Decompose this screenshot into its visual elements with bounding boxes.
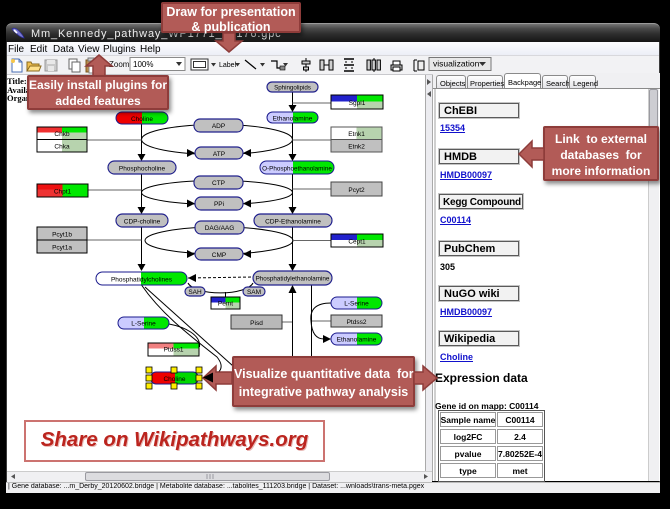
- svg-text:Zoom:: Zoom:: [109, 60, 132, 69]
- svg-text:Chpt1: Chpt1: [54, 189, 72, 196]
- svg-text:Etnk2: Etnk2: [348, 144, 365, 151]
- svg-text:Ethanolamine: Ethanolamine: [273, 116, 313, 123]
- svg-text:7.80252E-4: 7.80252E-4: [498, 449, 542, 459]
- svg-text:2.4: 2.4: [514, 432, 526, 442]
- svg-text:Pisd: Pisd: [250, 320, 263, 327]
- svg-text:Choline: Choline: [163, 376, 185, 383]
- svg-text:Ptdss2: Ptdss2: [347, 319, 367, 326]
- svg-text:Pcyt1a: Pcyt1a: [52, 245, 72, 252]
- svg-text:visualization: visualization: [433, 59, 480, 69]
- svg-text:C00114: C00114: [505, 415, 535, 425]
- svg-text:DAG/AAG: DAG/AAG: [205, 225, 235, 232]
- svg-text:type: type: [459, 466, 477, 476]
- svg-text:Sgpl1: Sgpl1: [349, 100, 366, 107]
- svg-text:Etnk1: Etnk1: [348, 131, 365, 138]
- svg-text:Phosphatidylethanolamine: Phosphatidylethanolamine: [256, 276, 330, 283]
- svg-text:ATP: ATP: [213, 151, 225, 158]
- svg-text:Chkb: Chkb: [54, 131, 70, 138]
- svg-text:Sphingolipids: Sphingolipids: [274, 85, 311, 92]
- svg-text:L-Serine: L-Serine: [344, 301, 369, 308]
- svg-text:Sample name: Sample name: [441, 415, 496, 425]
- svg-text:O-Phosphoethanolamine: O-Phosphoethanolamine: [262, 166, 332, 173]
- svg-text:SAH: SAH: [188, 289, 202, 296]
- svg-text:CMP: CMP: [212, 252, 226, 259]
- svg-text:Ptdss1: Ptdss1: [164, 347, 184, 354]
- svg-text:Phosphocholine: Phosphocholine: [119, 166, 166, 173]
- svg-text:Cept1: Cept1: [348, 239, 366, 246]
- svg-text:L-Serine: L-Serine: [131, 321, 156, 328]
- svg-text:PPi: PPi: [214, 201, 224, 208]
- svg-text:Chka: Chka: [54, 144, 70, 151]
- svg-text:Pcyt1b: Pcyt1b: [52, 232, 72, 239]
- svg-text:Phosphatidylcholines: Phosphatidylcholines: [111, 277, 173, 284]
- svg-text:met: met: [512, 466, 527, 476]
- svg-text:CDP-choline: CDP-choline: [124, 219, 161, 226]
- svg-text:100%: 100%: [133, 60, 153, 69]
- svg-text:ADP: ADP: [212, 123, 225, 130]
- svg-text:Label: Label: [219, 62, 237, 69]
- svg-text:Pemt: Pemt: [218, 301, 233, 308]
- svg-text:Choline: Choline: [131, 116, 153, 123]
- svg-text:Ethanolamine: Ethanolamine: [337, 337, 377, 344]
- svg-text:log2FC: log2FC: [454, 432, 483, 442]
- svg-text:CDP-Ethanolamine: CDP-Ethanolamine: [265, 219, 321, 226]
- svg-text:SAM: SAM: [247, 289, 261, 296]
- svg-text:CTP: CTP: [212, 180, 225, 187]
- svg-text:pvalue: pvalue: [455, 449, 482, 459]
- svg-text:Pcyt2: Pcyt2: [348, 187, 365, 194]
